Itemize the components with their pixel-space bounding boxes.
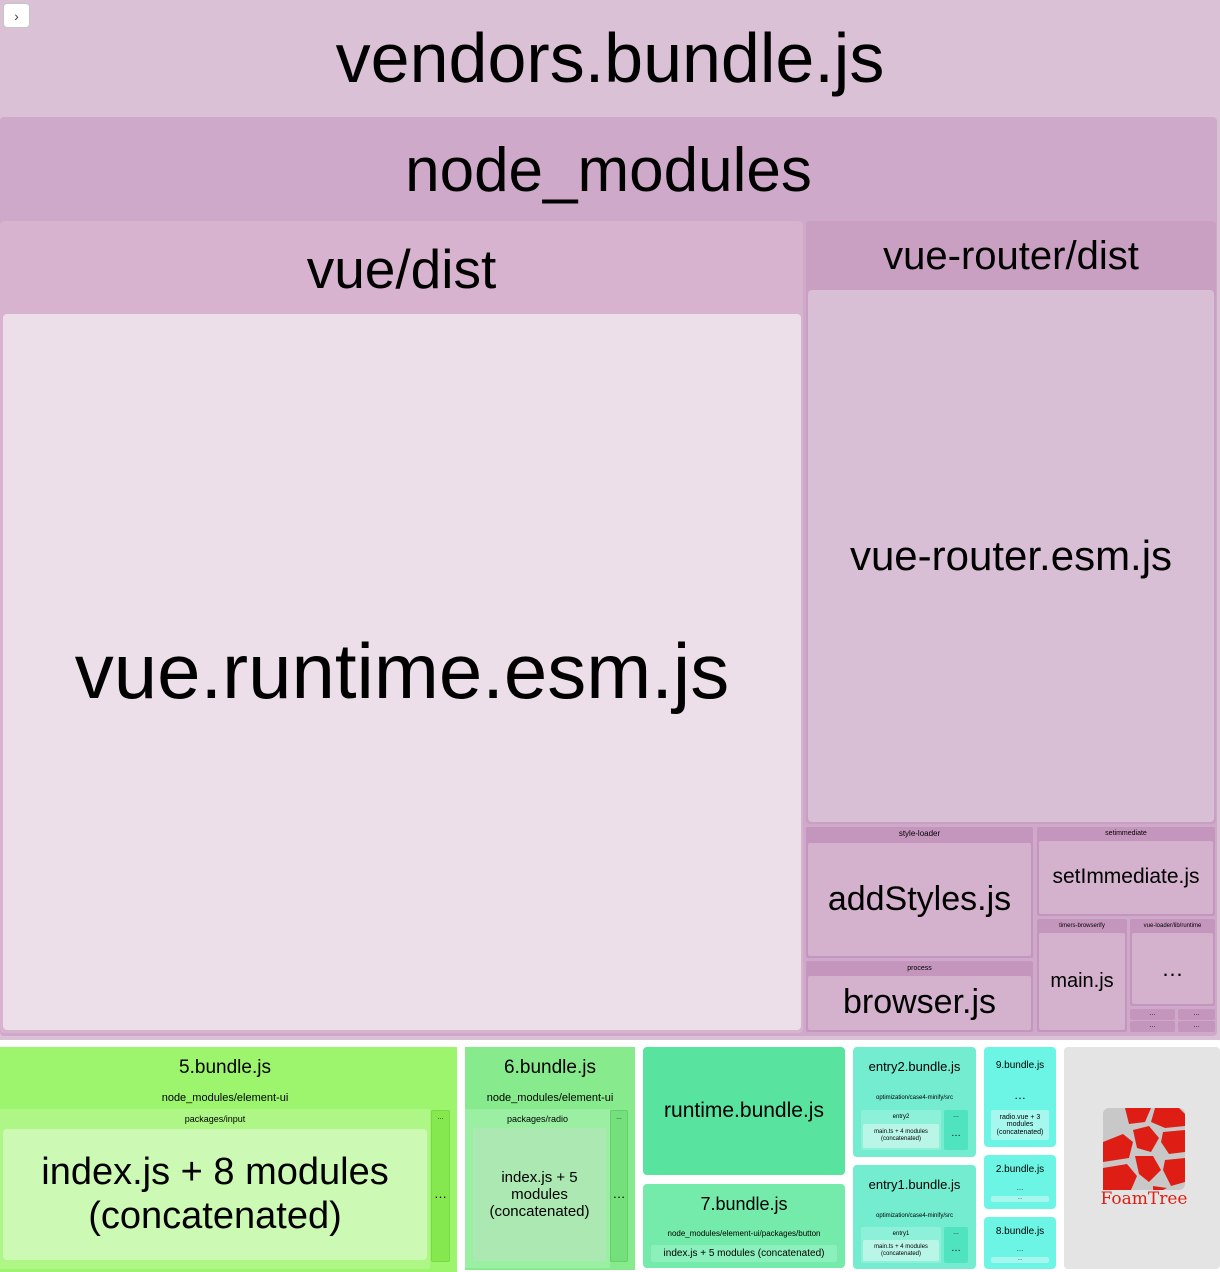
bundle-9-title: 9.bundle.js (995, 1060, 1045, 1071)
vue-loader-runtime-title: vue-loader/lib/runtime (1143, 922, 1202, 929)
node-modules-title: node_modules (405, 136, 812, 205)
runtime-bundle[interactable]: runtime.bundle.js (643, 1047, 845, 1175)
entry2-folder-title: entry2 (892, 1113, 910, 1120)
entry2-more-column[interactable] (944, 1110, 968, 1150)
tiny-module-cell[interactable]: … (1130, 1009, 1175, 1020)
bundle-2-small-module[interactable]: … (991, 1196, 1049, 1202)
bundle-6-package-title: packages/radio (506, 1113, 569, 1124)
process-title: process (907, 964, 932, 972)
vue-runtime-esm-module[interactable]: vue.runtime.esm.js (3, 314, 801, 1030)
vue-router-dist-title: vue-router/dist (883, 234, 1139, 278)
style-loader-title: style-loader (898, 829, 941, 838)
vue-loader-more-module[interactable]: … (1132, 933, 1213, 1004)
bundle-5-more-column[interactable] (431, 1110, 450, 1262)
bundle-6-more-small: … (616, 1114, 622, 1121)
bundle-8-title: 8.bundle.js (995, 1226, 1045, 1237)
bundle-6-more-label: … (612, 1185, 626, 1201)
bundle-9-radio-module[interactable]: radio.vue + 3 modules (concatenated) (991, 1110, 1049, 1140)
setimmediate-module[interactable]: setImmediate.js (1039, 841, 1213, 914)
bundle-8-more: … (1016, 1245, 1024, 1253)
entry2-bundle-title: entry2.bundle.js (868, 1058, 961, 1074)
foamtree-logo-text: FoamTree (1100, 1189, 1188, 1209)
bundle-5-index-module[interactable]: index.js + 8 modules (concatenated) (3, 1129, 427, 1260)
entry1-more-column[interactable] (944, 1227, 968, 1263)
entry1-more-label: … (951, 1243, 961, 1255)
entry1-bundle-title: entry1.bundle.js (868, 1176, 961, 1192)
chevron-right-icon: › (14, 7, 19, 24)
bundle-7-path: node_modules/element-ui/packages/button (667, 1228, 821, 1238)
bundle-7-index-module[interactable]: index.js + 5 modules (concatenated) (651, 1245, 837, 1262)
vue-router-esm-module[interactable]: vue-router.esm.js (808, 290, 1214, 822)
entry2-path: optimization/case4-minify/src (875, 1094, 954, 1101)
bundle-7-title: 7.bundle.js (700, 1194, 788, 1214)
bundle-5-title: 5.bundle.js (179, 1056, 271, 1078)
sidebar-toggle-button[interactable]: › (3, 3, 30, 28)
vendors-bundle-title: vendors.bundle.js (335, 19, 885, 97)
entry2-more-label: … (951, 1128, 961, 1140)
bundle-5-more-small: … (437, 1114, 444, 1121)
bundle-5-package-title: packages/input (184, 1113, 246, 1124)
entry1-folder-title: entry1 (892, 1230, 910, 1237)
tiny-module-cell[interactable]: … (1178, 1021, 1215, 1032)
entry2-main-module[interactable]: main.ts + 4 modules (concatenated) (863, 1124, 939, 1148)
entry2-more-small: … (953, 1112, 959, 1119)
bundle-2-more: … (1016, 1184, 1024, 1192)
bundle-6-more-column[interactable] (610, 1110, 628, 1262)
timers-browserify-title: timers-browserify (1059, 922, 1105, 929)
tiny-module-cell[interactable]: … (1178, 1009, 1215, 1020)
entry1-more-small: … (953, 1229, 959, 1236)
vue-dist-title: vue/dist (306, 238, 497, 300)
bundle-8-small-module[interactable]: … (991, 1257, 1049, 1263)
add-styles-module[interactable]: addStyles.js (808, 843, 1031, 956)
bundle-9-more: … (1014, 1088, 1026, 1103)
bundle-5-path: node_modules/element-ui (161, 1091, 289, 1104)
main-js-module[interactable]: main.js (1039, 933, 1125, 1030)
bundle-6-index-module[interactable]: index.js + 5 modules (concatenated) (473, 1128, 606, 1261)
tiny-module-cell[interactable]: … (1130, 1021, 1175, 1032)
foamtree-logo-icon (1103, 1108, 1185, 1190)
entry1-path: optimization/case4-minify/src (875, 1212, 954, 1219)
setimmediate-title: setimmediate (1105, 830, 1147, 837)
browser-module[interactable]: browser.js (808, 976, 1031, 1030)
bundle-2-title: 2.bundle.js (995, 1164, 1045, 1175)
bundle-6-path: node_modules/element-ui (486, 1091, 614, 1104)
bundle-6-title: 6.bundle.js (504, 1056, 596, 1078)
entry1-main-module[interactable]: main.ts + 4 modules (concatenated) (863, 1240, 939, 1261)
bundle-5-more-label: … (434, 1185, 447, 1201)
